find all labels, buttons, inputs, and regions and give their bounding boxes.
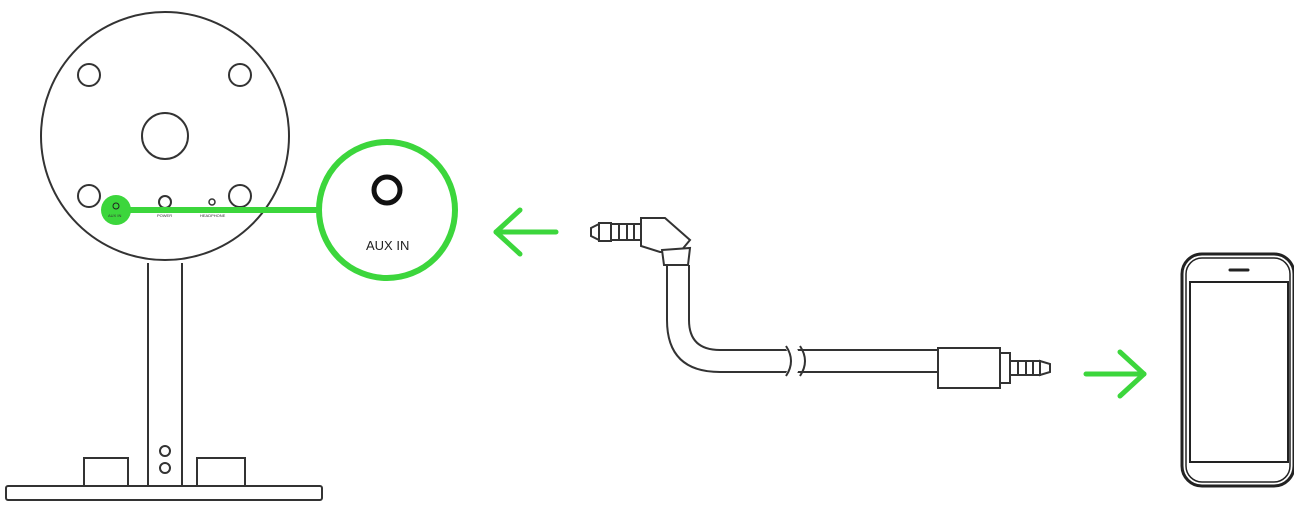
audio-cable [590, 217, 1051, 389]
screw-hole [228, 63, 252, 87]
audio-cable-plug-top [590, 217, 692, 266]
headphone-port-label: HEADPHONE [200, 213, 226, 218]
aux-in-callout-label: AUX IN [366, 238, 409, 253]
smartphone-screen [1189, 281, 1289, 463]
speaker-body [40, 11, 290, 261]
aux-in-port-label: AUX IN [108, 213, 121, 218]
screw-hole [77, 184, 101, 208]
screw-hole [77, 63, 101, 87]
speaker [5, 11, 323, 501]
speaker-base [5, 485, 323, 501]
smartphone-icon [1180, 252, 1294, 488]
aux-in-port [112, 202, 120, 210]
aux-in-port-highlight [101, 195, 131, 225]
speaker-center-mount [141, 112, 189, 160]
speaker-foot-left [83, 457, 129, 487]
arrow-right-icon [1083, 349, 1147, 399]
power-port-label: POWER [157, 213, 172, 218]
aux-in-callout [316, 139, 458, 281]
audio-cable-plug-bottom [937, 347, 1051, 389]
aux-in-jack-icon [371, 174, 403, 206]
headphone-port [208, 198, 216, 206]
arrow-left-icon [493, 207, 559, 257]
speaker-foot-right [196, 457, 246, 487]
